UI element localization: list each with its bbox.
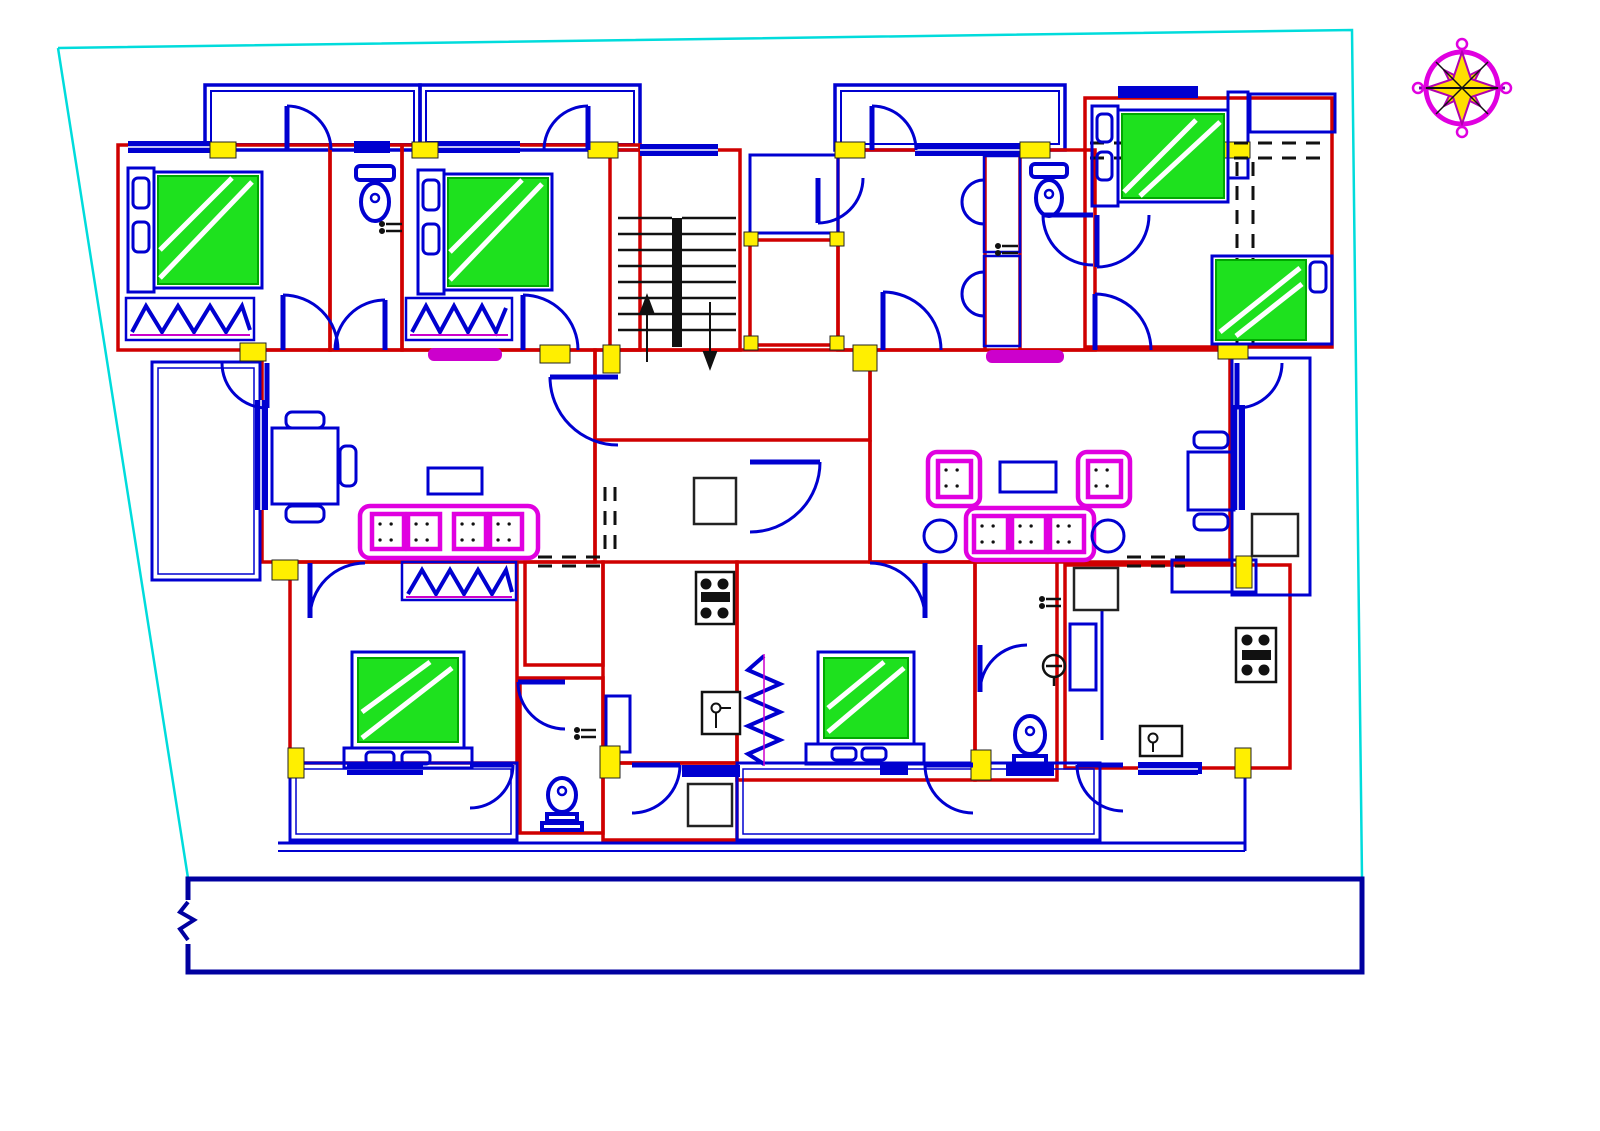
sanitary-fixtures bbox=[354, 162, 1069, 832]
kitchen-appliances bbox=[686, 476, 1300, 828]
stairs-steps bbox=[618, 216, 736, 371]
blue-structures bbox=[150, 90, 1337, 852]
windows bbox=[128, 86, 1245, 777]
dashed-lines bbox=[538, 141, 1330, 568]
living-furniture bbox=[270, 178, 1236, 563]
compass-rose bbox=[1411, 37, 1513, 139]
bed-icons bbox=[126, 104, 1334, 770]
doors bbox=[220, 104, 1284, 815]
balcony-pads bbox=[428, 348, 1064, 363]
taps-and-basins bbox=[378, 220, 1067, 741]
columns bbox=[209, 141, 1253, 781]
balconies-top bbox=[203, 83, 1067, 152]
wardrobes bbox=[124, 296, 785, 766]
road-outline bbox=[176, 876, 1365, 975]
